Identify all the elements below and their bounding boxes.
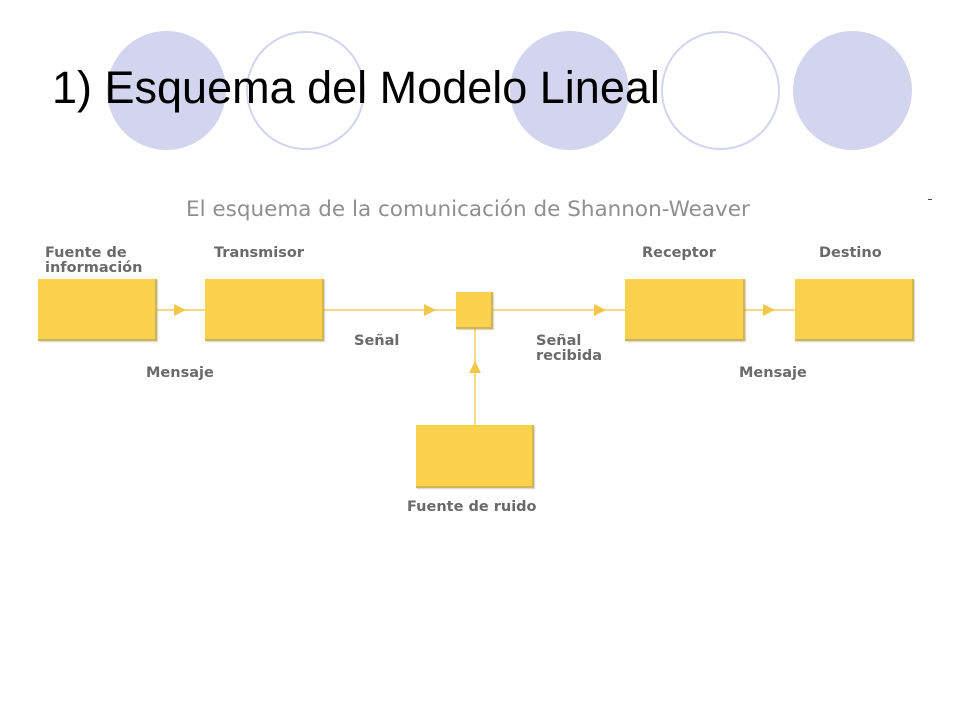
arrowhead-noise-channel [469, 361, 481, 373]
arrowhead-source-transmitter [174, 304, 186, 316]
decor-circle-5 [793, 31, 912, 150]
receiver-box [625, 279, 745, 341]
received-signal-label-line-2: recibida [536, 348, 603, 364]
slide-title: 1) Esquema del Modelo Lineal [52, 62, 660, 113]
signal-label: Señal [354, 333, 400, 349]
destination-label: Destino [819, 245, 882, 261]
channel-box [456, 292, 493, 329]
decor-circle-4 [661, 31, 780, 150]
transmitter-label: Transmisor [214, 245, 305, 261]
source-label-line-1: Fuente de [45, 245, 127, 261]
noise-source-box [416, 425, 534, 488]
decor-circle-1 [107, 31, 226, 150]
receiver-label: Receptor [642, 245, 716, 261]
arrowhead-transmitter-channel [424, 304, 436, 316]
arrowhead-channel-receiver [594, 304, 606, 316]
destination-box [795, 279, 914, 341]
connector-noise-channel [474, 328, 476, 425]
diagram-title: El esquema de la comunicación de Shannon… [186, 197, 750, 222]
received-signal-label-line-1: Señal [536, 333, 582, 349]
stray-dash [928, 199, 932, 200]
connector-channel-receiver [493, 309, 625, 311]
source-label-line-2: información [45, 260, 143, 276]
message-label-left: Mensaje [146, 365, 214, 381]
message-label-right: Mensaje [739, 365, 807, 381]
decor-circle-3 [510, 31, 629, 150]
source-box [38, 279, 157, 341]
connector-transmitter-channel [324, 309, 456, 311]
source-label: Fuente de información [45, 246, 142, 276]
decor-circle-2 [246, 31, 365, 150]
noise-source-label: Fuente de ruido [407, 499, 537, 515]
received-signal-label: Señal recibida [536, 334, 602, 364]
transmitter-box [205, 279, 324, 341]
arrowhead-receiver-destination [763, 304, 775, 316]
